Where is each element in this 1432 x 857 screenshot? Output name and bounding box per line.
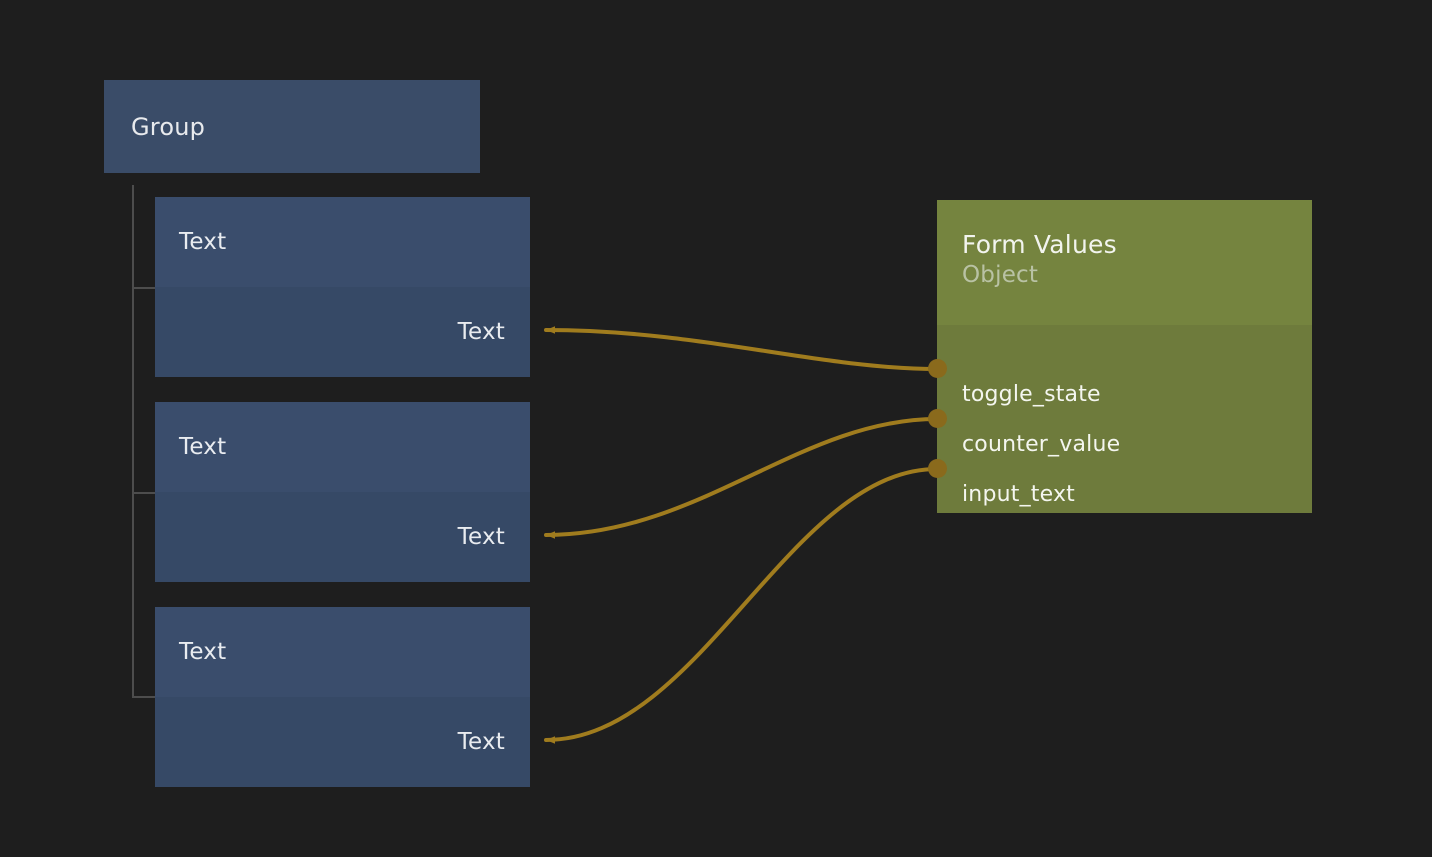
port-dot-input-text[interactable]	[928, 459, 947, 478]
text-node-2[interactable]: Text Text	[155, 402, 530, 582]
text-node-3-header[interactable]: Text	[155, 607, 530, 697]
port-dot-toggle-state[interactable]	[928, 359, 947, 378]
text-node-2-body[interactable]: Text	[155, 492, 530, 582]
group-bracket-tick-3	[132, 696, 155, 698]
edge-toggle-state	[544, 326, 939, 371]
form-values-node-subtitle: Object	[962, 262, 1039, 288]
text-node-1-body[interactable]: Text	[155, 287, 530, 377]
edge-counter-value	[544, 417, 939, 539]
text-node-3-header-label: Text	[179, 639, 227, 665]
edge-input-text	[544, 467, 939, 744]
text-node-3-body-label: Text	[457, 729, 505, 755]
group-node-header[interactable]: Group	[104, 80, 480, 173]
port-row-toggle-state[interactable]: toggle_state	[937, 379, 1312, 409]
group-bracket-tick-2	[132, 492, 155, 494]
port-label-toggle-state: toggle_state	[962, 381, 1101, 407]
form-values-object-node[interactable]: Form Values Object toggle_state counter_…	[937, 200, 1312, 513]
text-node-2-header-label: Text	[179, 434, 227, 460]
text-node-3-body[interactable]: Text	[155, 697, 530, 787]
group-bracket-tick-1	[132, 287, 155, 289]
port-label-input-text: input_text	[962, 481, 1076, 507]
group-node-label: Group	[131, 112, 206, 141]
port-row-input-text[interactable]: input_text	[937, 479, 1312, 509]
port-dot-counter-value[interactable]	[928, 409, 947, 428]
group-bracket-vertical-line	[132, 185, 134, 697]
form-values-node-body: toggle_state counter_value input_text	[937, 325, 1312, 513]
port-label-counter-value: counter_value	[962, 431, 1121, 457]
text-node-2-header[interactable]: Text	[155, 402, 530, 492]
port-row-counter-value[interactable]: counter_value	[937, 429, 1312, 459]
text-node-3[interactable]: Text Text	[155, 607, 530, 787]
text-node-1-header[interactable]: Text	[155, 197, 530, 287]
text-node-1[interactable]: Text Text	[155, 197, 530, 377]
text-node-1-body-label: Text	[457, 319, 505, 345]
text-node-2-body-label: Text	[457, 524, 505, 550]
form-values-node-title: Form Values	[962, 230, 1117, 259]
form-values-node-header[interactable]: Form Values Object	[937, 200, 1312, 325]
text-node-1-header-label: Text	[179, 229, 227, 255]
